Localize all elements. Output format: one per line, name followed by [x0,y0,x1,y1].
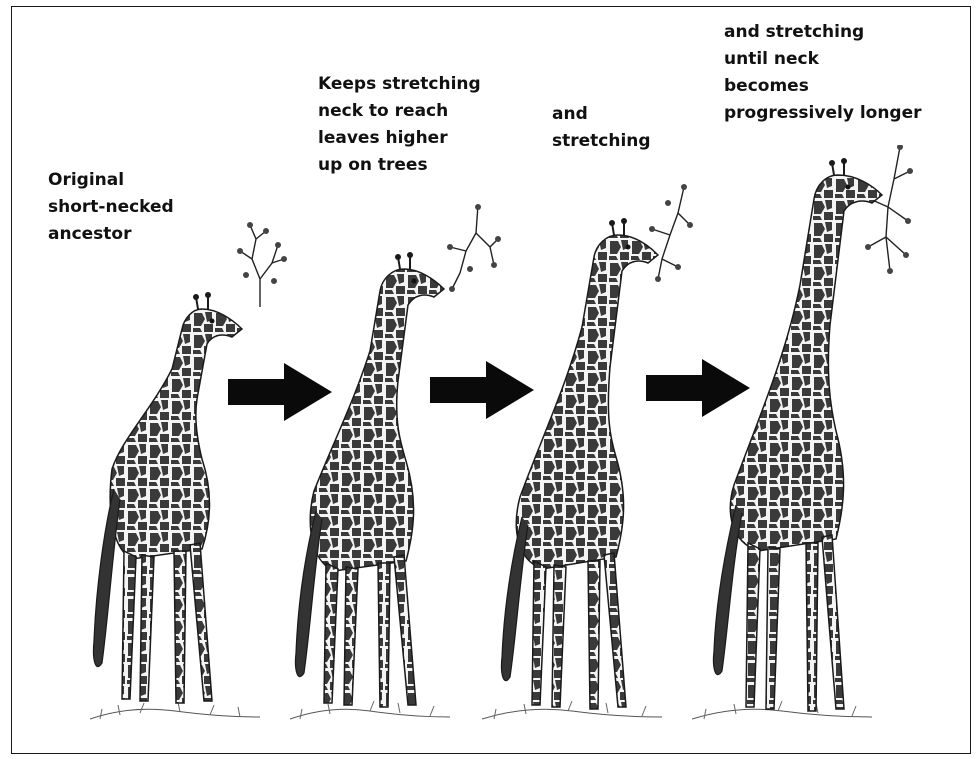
giraffe-illustration-4 [680,155,900,725]
diagram-frame: Original short-necked ancestor Keeps str… [11,6,971,754]
caption-original-ancestor: Original short-necked ancestor [48,167,174,248]
giraffe-illustration-3 [476,217,676,722]
giraffe-illustration-1 [82,289,262,719]
caption-progressively-longer: and stretching until neck becomes progre… [724,19,922,127]
caption-and-stretching: and stretching [552,101,651,155]
giraffe-illustration-2 [274,251,464,721]
caption-keeps-stretching: Keeps stretching neck to reach leaves hi… [318,71,481,179]
